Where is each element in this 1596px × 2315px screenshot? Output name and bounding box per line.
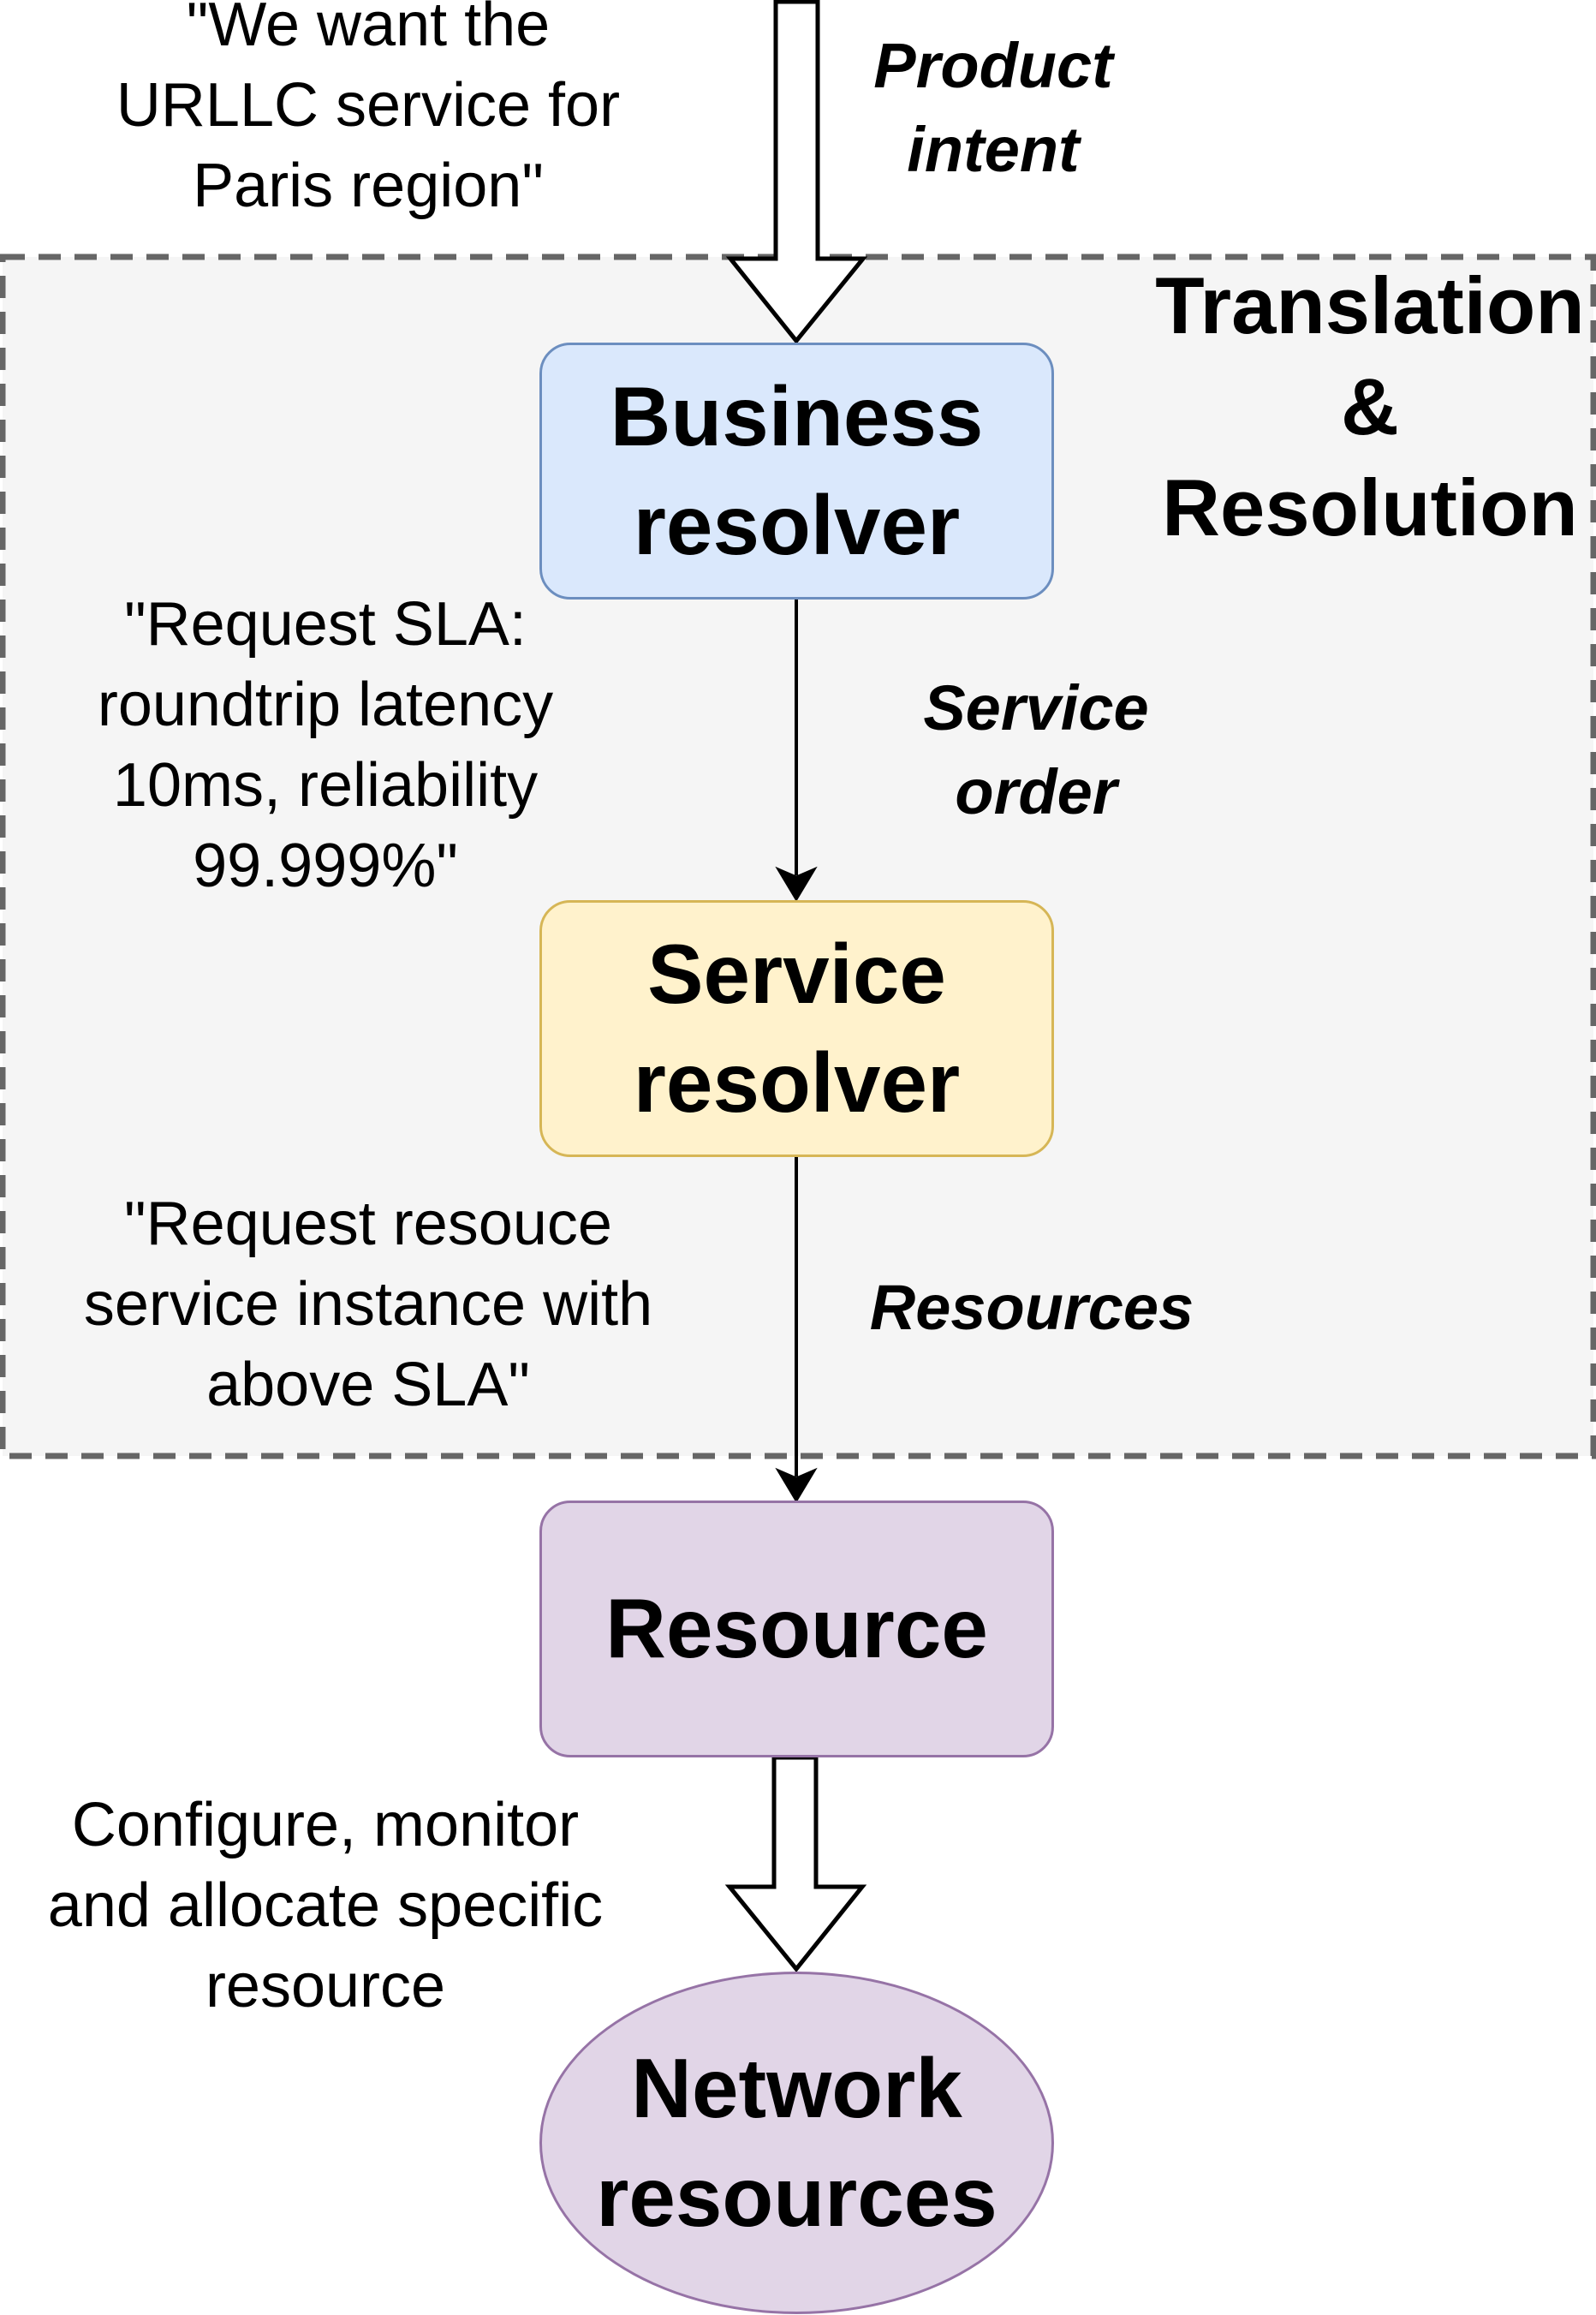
- service-order-arrowhead: [775, 866, 818, 902]
- quote-line: "Request resouce: [124, 1190, 612, 1258]
- region-title-line: Translation: [1155, 260, 1585, 350]
- resource-node: Resource: [539, 1501, 1054, 1757]
- quote-line: resource: [205, 1952, 446, 2020]
- flow-label-line: order: [955, 756, 1117, 827]
- region-title: Translation & Resolution: [1130, 255, 1596, 558]
- node-label-line: Service: [647, 926, 946, 1021]
- flow-label-line: Resources: [869, 1272, 1194, 1343]
- service-order-label: Service order: [865, 666, 1207, 834]
- service-resolver-node: Service resolver: [539, 900, 1054, 1157]
- product-intent-label: Product intent: [822, 24, 1164, 192]
- flow-label-line: intent: [907, 114, 1080, 185]
- node-label-line: Business: [610, 368, 984, 463]
- quote-line: Paris region": [193, 152, 544, 220]
- configure-note: Configure, monitor and allocate specific…: [0, 1785, 651, 2026]
- quote-line: 10ms, reliability: [112, 751, 539, 820]
- quote-line: service instance with: [83, 1270, 653, 1339]
- node-label-line: Resource: [605, 1581, 988, 1676]
- node-label-line: resources: [596, 2150, 998, 2244]
- node-label-line: Network: [631, 2040, 962, 2135]
- network-resources-node: Network resources: [539, 1972, 1054, 2314]
- flow-label-line: Product: [873, 30, 1113, 101]
- quote-line: and allocate specific: [47, 1871, 604, 1940]
- region-title-line: Resolution: [1162, 462, 1578, 552]
- quote-line: roundtrip latency: [97, 671, 554, 739]
- quote-line: "Request SLA:: [124, 590, 527, 659]
- resource-quote: "Request resouce service instance with a…: [17, 1184, 719, 1425]
- quote-line: 99.999%": [193, 832, 458, 900]
- region-title-line: &: [1341, 361, 1399, 451]
- flow-label-line: Service: [923, 672, 1149, 743]
- node-label-line: resolver: [633, 478, 961, 572]
- quote-line: URLLC service for: [116, 71, 621, 140]
- intent-quote: "We want the URLLC service for Paris reg…: [51, 0, 685, 226]
- product-intent-arrow: [725, 0, 868, 344]
- quote-line: "We want the: [186, 0, 551, 59]
- configure-arrow: [724, 1755, 867, 1972]
- node-label-line: resolver: [633, 1035, 961, 1130]
- sla-quote: "Request SLA: roundtrip latency 10ms, re…: [34, 584, 616, 906]
- business-resolver-node: Business resolver: [539, 343, 1054, 600]
- resources-arrowhead: [775, 1467, 818, 1503]
- quote-line: above SLA": [206, 1351, 530, 1419]
- quote-line: Configure, monitor: [71, 1791, 580, 1859]
- resources-label: Resources: [831, 1266, 1233, 1350]
